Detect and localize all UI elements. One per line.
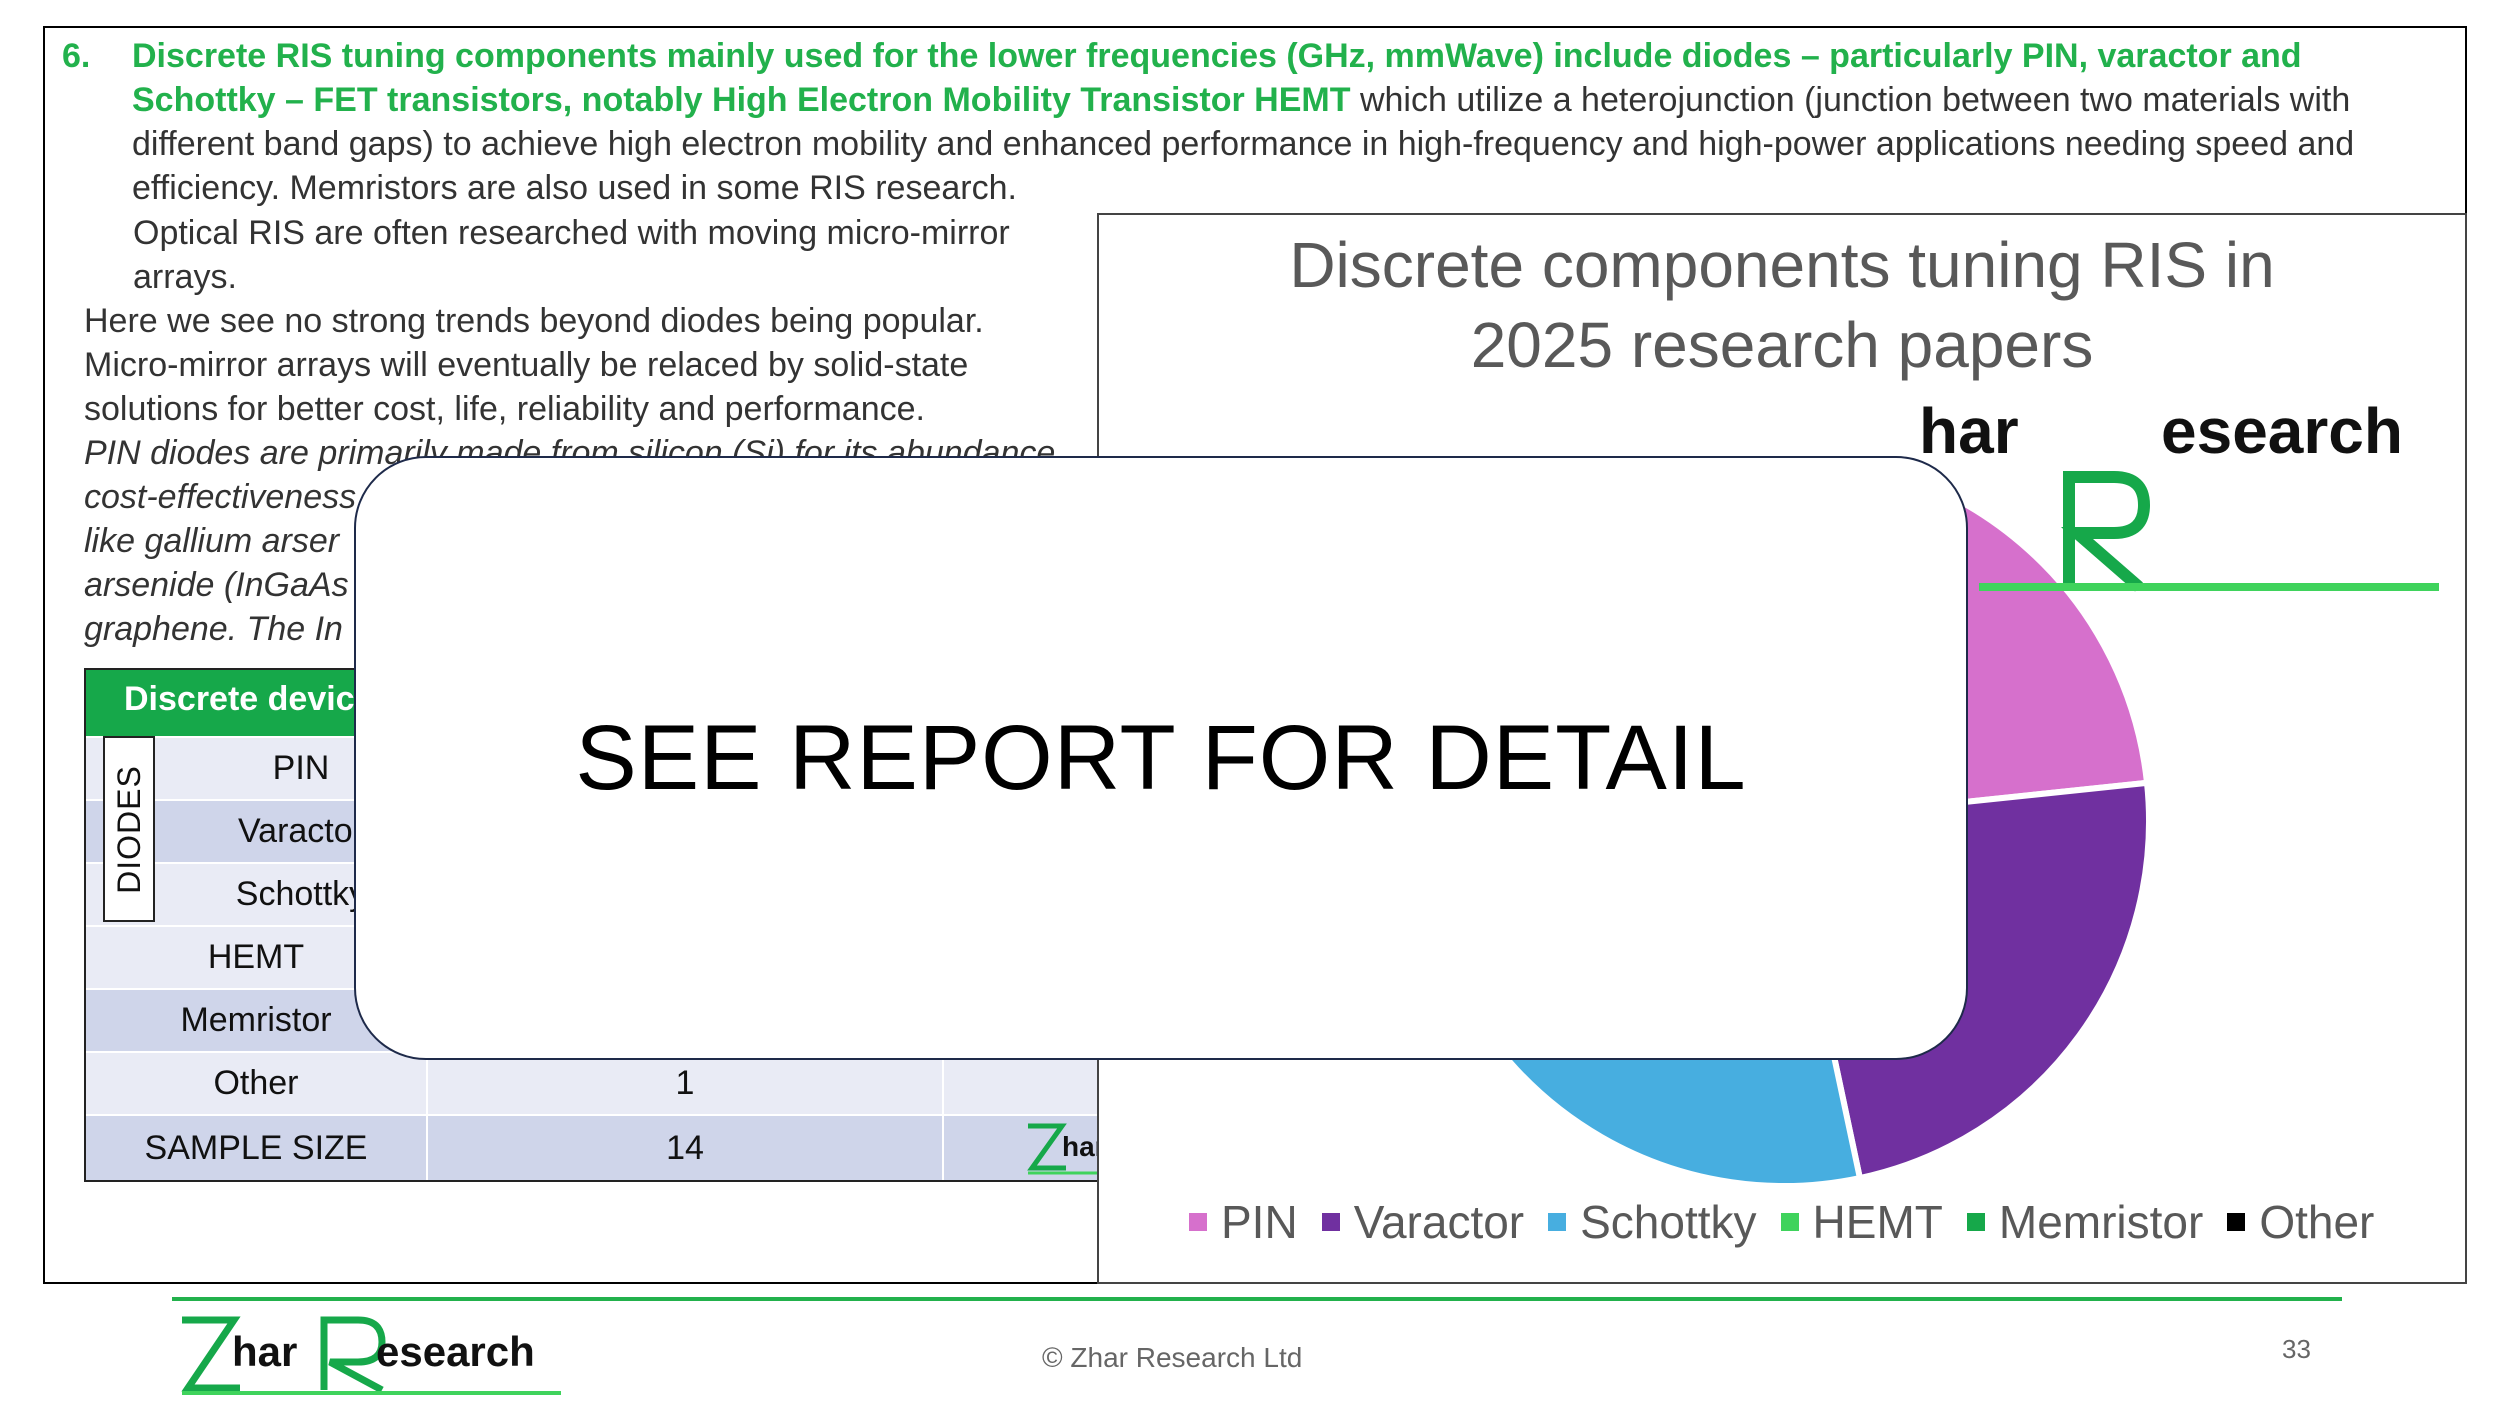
point-number: 6. <box>62 37 91 75</box>
table-cell-device: SAMPLE SIZE <box>86 1116 428 1180</box>
italic-line-2: cost-effectiveness <box>84 478 357 516</box>
chart-title-line-1: Discrete components tuning RIS in <box>1289 229 2275 301</box>
point-rest-text: which utilize a heterojunction (junction… <box>132 81 2355 207</box>
legend-label: Memristor <box>1998 1196 2204 1248</box>
optical-line-1: Optical RIS are often researched with mo… <box>133 214 1010 252</box>
legend-label: Varactor <box>1353 1196 1525 1248</box>
legend-label: PIN <box>1221 1196 1298 1248</box>
trend-line-3: solutions for better cost, life, reliabi… <box>84 390 925 428</box>
legend-item-schottky: Schottky <box>1548 1195 1757 1249</box>
legend-label: Schottky <box>1580 1196 1757 1248</box>
table-cell-count: 14 <box>428 1116 944 1180</box>
footer-logo: har esearch <box>181 1316 561 1395</box>
diodes-group-label: DIODES <box>103 736 155 922</box>
chart-legend: PIN Varactor Schottky HEMT Memristor Other <box>1189 1195 2389 1249</box>
legend-swatch <box>1548 1213 1567 1231</box>
left-text-block: Optical RIS are often researched with mo… <box>84 211 1134 651</box>
italic-line-5: graphene. The In <box>84 610 343 648</box>
point-bold-text: Discrete RIS tuning components mainly us… <box>132 37 2302 119</box>
optical-line-2: arrays. <box>133 258 237 296</box>
table-cell-count: 1 <box>428 1053 944 1114</box>
overlay-text: SEE REPORT FOR DETAIL <box>575 706 1747 809</box>
table-cell-device: Other <box>86 1053 428 1114</box>
chart-title-line-2: 2025 research papers <box>1470 309 2094 381</box>
point-6: 6. Discrete RIS tuning components mainly… <box>62 34 2452 210</box>
table-cell-device: Memristor <box>86 990 428 1051</box>
legend-swatch <box>2227 1213 2246 1231</box>
legend-swatch <box>1966 1213 1985 1231</box>
legend-item-other: Other <box>2227 1195 2374 1249</box>
svg-text:har: har <box>232 1328 297 1375</box>
footer-divider <box>172 1297 2342 1301</box>
table-header-text: Discrete devic <box>124 680 355 718</box>
legend-item-memristor: Memristor <box>1966 1195 2204 1249</box>
legend-label: HEMT <box>1812 1196 1943 1248</box>
legend-item-varactor: Varactor <box>1321 1195 1525 1249</box>
italic-line-3: like gallium arser <box>84 522 340 560</box>
legend-item-pin: PIN <box>1189 1195 1298 1249</box>
legend-swatch <box>1780 1213 1799 1231</box>
zhar-research-watermark: har esearch <box>1919 395 2439 592</box>
chart-title: Discrete components tuning RIS in 2025 r… <box>1099 225 2465 385</box>
see-report-overlay: SEE REPORT FOR DETAIL <box>354 456 1968 1060</box>
page-number: 33 <box>2282 1334 2311 1364</box>
legend-swatch <box>1189 1213 1207 1231</box>
italic-line-4: arsenide (InGaAs <box>84 566 349 604</box>
copyright-text: © Zhar Research Ltd <box>1042 1342 1303 1373</box>
svg-text:esearch: esearch <box>376 1328 535 1375</box>
legend-label: Other <box>2259 1196 2375 1248</box>
legend-item-hemt: HEMT <box>1780 1195 1943 1249</box>
svg-text:esearch: esearch <box>2161 395 2403 467</box>
legend-swatch <box>1321 1213 1340 1231</box>
trend-line-1: Here we see no strong trends beyond diod… <box>84 302 984 340</box>
svg-text:har: har <box>1919 395 2019 467</box>
trend-line-2: Micro-mirror arrays will eventually be r… <box>84 346 969 384</box>
